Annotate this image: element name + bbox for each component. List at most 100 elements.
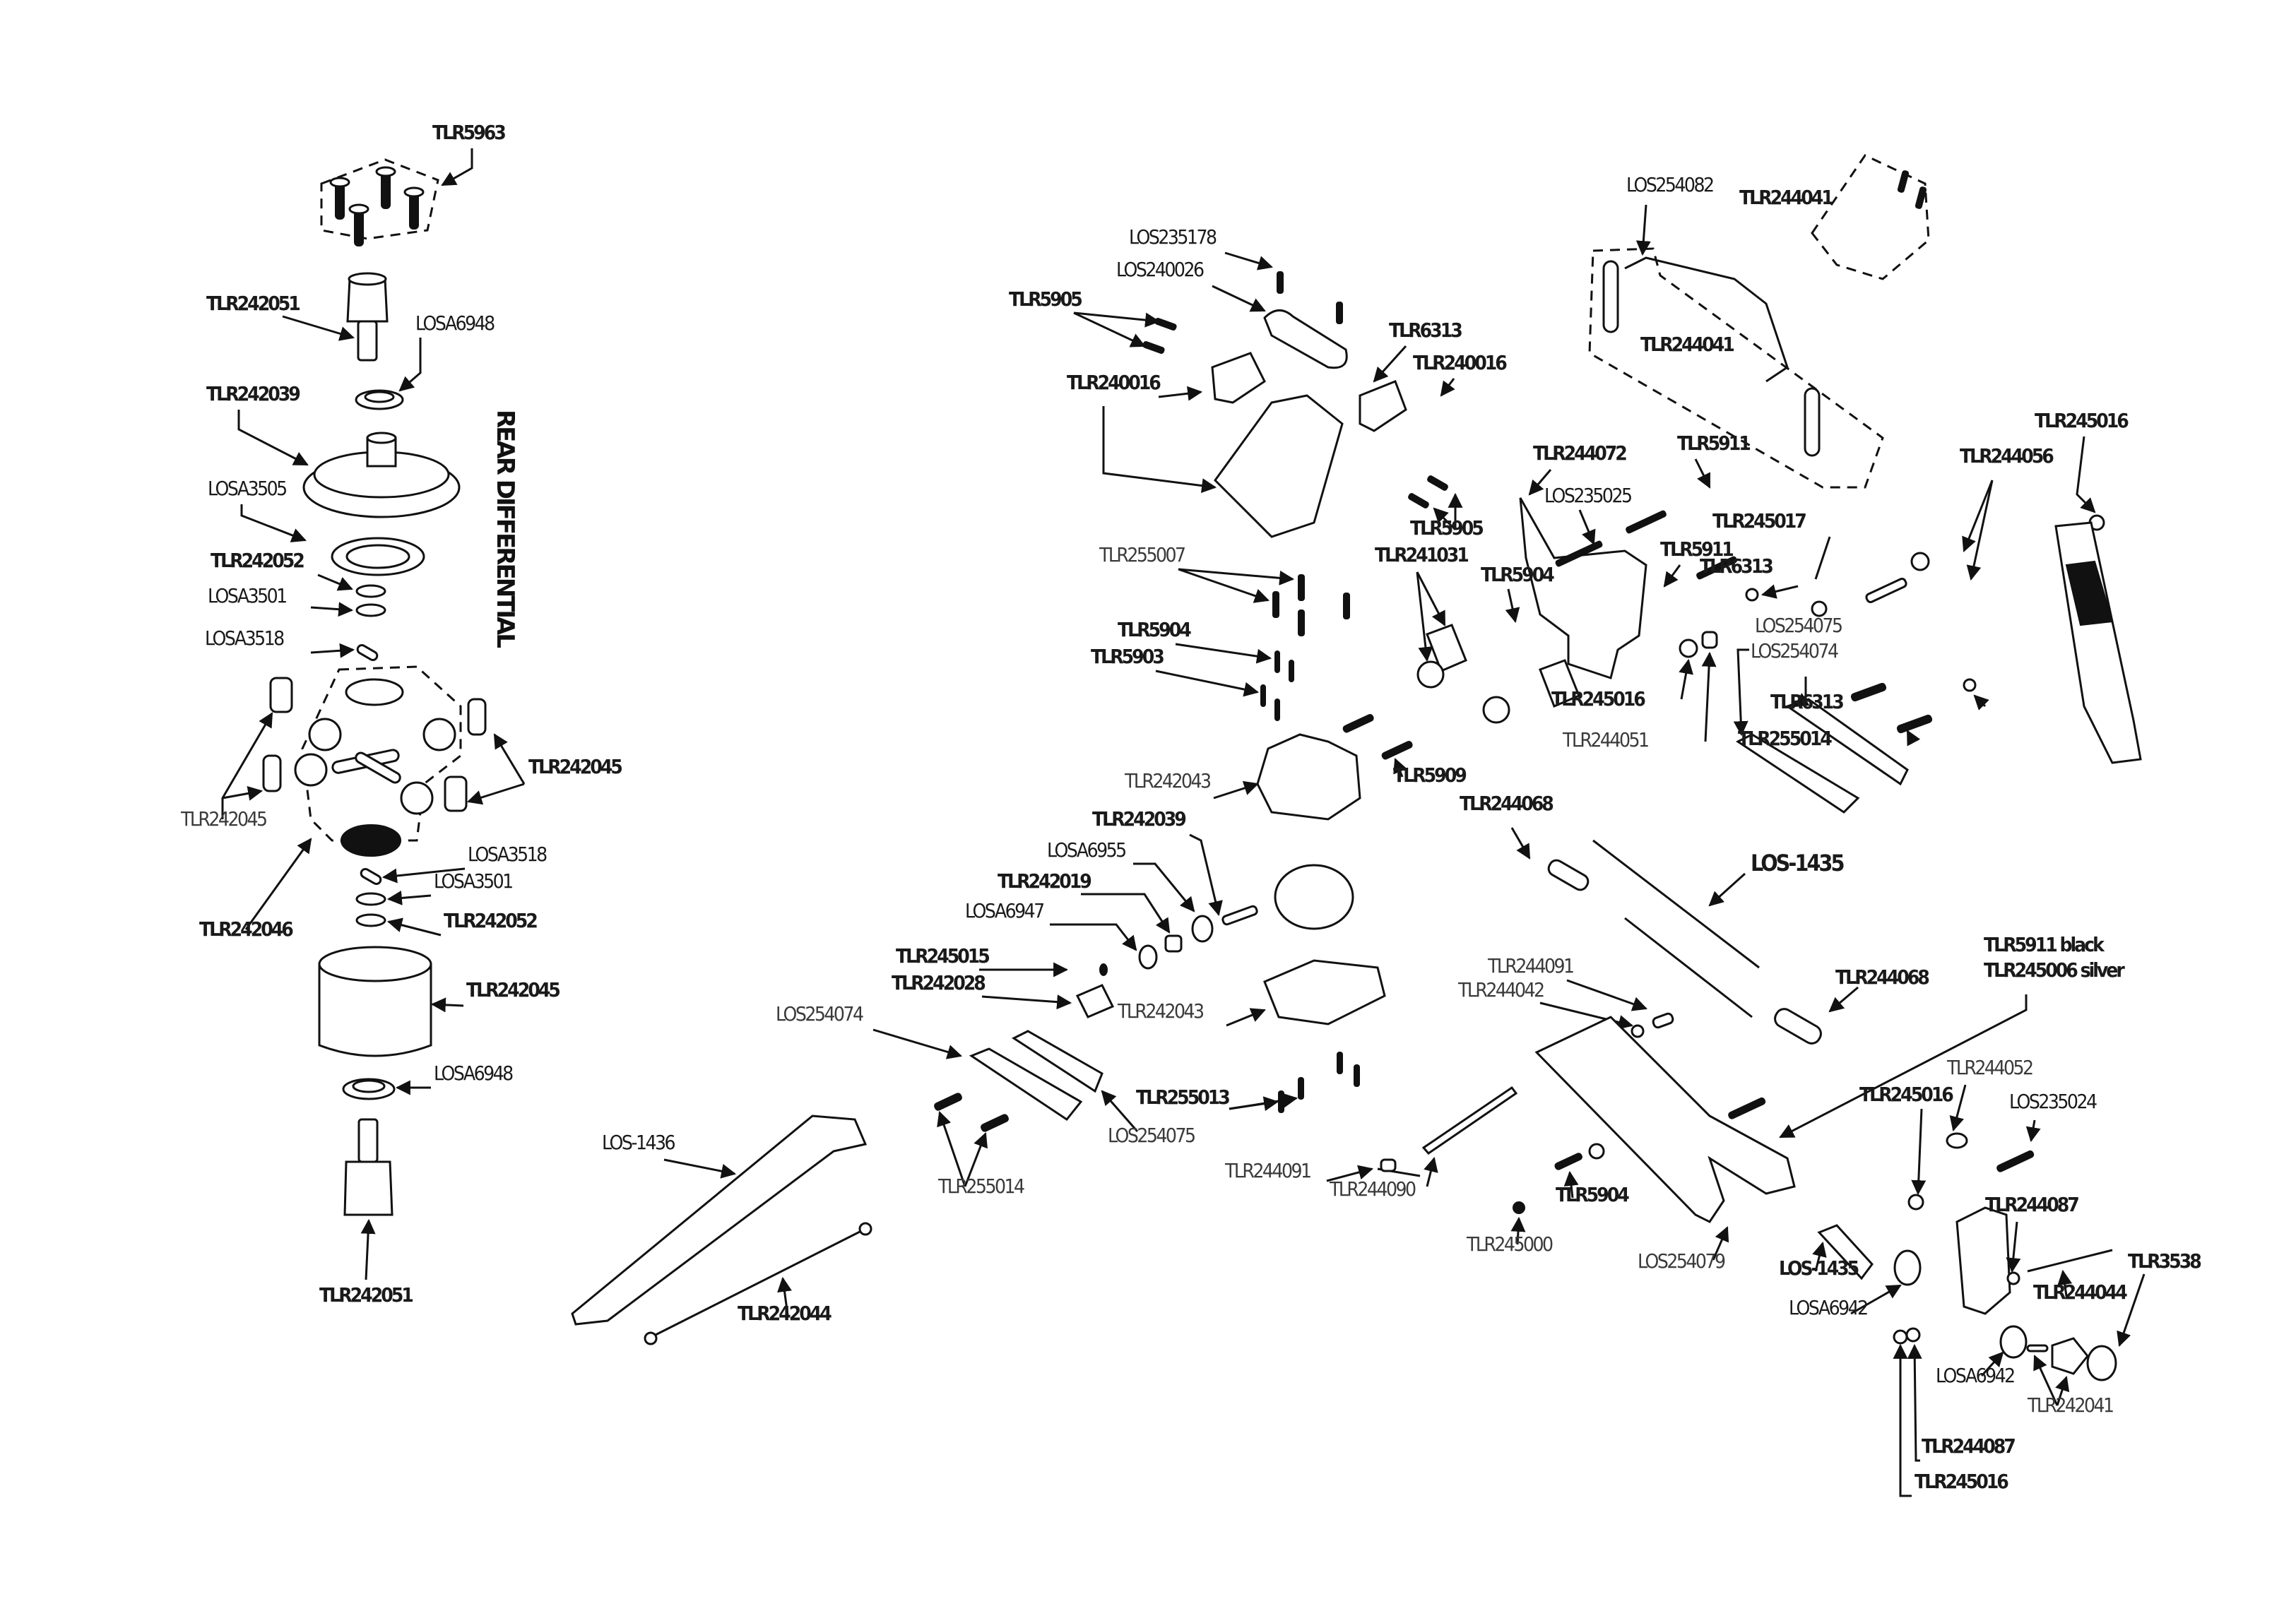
part-label-losa3518: LOSA3518 <box>468 843 548 866</box>
part-label-losa3518: LOSA3518 <box>205 626 285 650</box>
part-label-tlr5904: TLR5904 <box>1118 618 1192 641</box>
part-label-tlr244052: TLR244052 <box>1947 1056 2034 1079</box>
part-label-los254074: LOS254074 <box>776 1002 864 1025</box>
part-label-losa3501: LOSA3501 <box>208 584 288 607</box>
part-label-tlr244041: TLR244041 <box>1640 333 1735 356</box>
part-label-tlr255007: TLR255007 <box>1099 543 1186 566</box>
part-label-los240026: LOS240026 <box>1116 258 1205 281</box>
part-label-los235025: LOS235025 <box>1544 484 1633 507</box>
part-label-tlr244051: TLR244051 <box>1563 728 1650 751</box>
part-label-tlr255014: TLR255014 <box>938 1175 1025 1198</box>
part-label-tlr242028: TLR242028 <box>892 971 986 994</box>
part-label-tlr245016: TLR245016 <box>1859 1083 1954 1106</box>
ring-gear <box>237 410 461 518</box>
part-label-tlr244041: TLR244041 <box>1739 186 1834 209</box>
part-label-losa6942: LOSA6942 <box>1789 1296 1869 1319</box>
part-label-tlr5911: TLR5911 <box>1677 432 1751 455</box>
part-label-losa3505: LOSA3505 <box>208 477 288 500</box>
part-label-losa6955: LOSA6955 <box>1047 838 1127 862</box>
part-label-tlr244042: TLR244042 <box>1458 978 1545 1001</box>
part-label-tlr5911: TLR5911 <box>1660 537 1734 561</box>
diff-washers-bottom <box>355 867 466 937</box>
part-label-losa3501: LOSA3501 <box>434 869 514 893</box>
part-label-tlr5905: TLR5905 <box>1410 516 1484 540</box>
rear-hub-assembly <box>1812 1084 2146 1497</box>
part-label-tlr255014: TLR255014 <box>1738 727 1833 750</box>
part-label-los254075: LOS254075 <box>1108 1124 1196 1147</box>
part-label-tlr242039: TLR242039 <box>1092 807 1187 831</box>
part-label-tlr240016: TLR240016 <box>1067 371 1161 394</box>
part-label-tlr244072: TLR244072 <box>1533 441 1628 465</box>
part-label-tlr245016: TLR245016 <box>1915 1470 2009 1493</box>
part-label-tlr242043: TLR242043 <box>1118 999 1205 1023</box>
part-label-tlr244056: TLR244056 <box>1960 444 2054 468</box>
part-label-tlr242045: TLR242045 <box>528 755 623 778</box>
part-label-los-1435: LOS-1435 <box>1751 850 1845 876</box>
part-label-tlr242052: TLR242052 <box>444 909 538 932</box>
part-label-tlr242051: TLR242051 <box>319 1283 414 1307</box>
part-label-losa6947: LOSA6947 <box>965 899 1045 922</box>
gasket <box>240 504 425 576</box>
turnbuckle-and-arm <box>1326 827 2028 1261</box>
shock-tower <box>1519 436 2142 764</box>
part-label-los254074: LOS254074 <box>1751 639 1839 662</box>
part-label-tlr245017: TLR245017 <box>1712 509 1807 533</box>
leader-tlr242046 <box>244 838 312 930</box>
part-label-tlr244091: TLR244091 <box>1488 954 1575 977</box>
cross-pin-holders <box>221 677 526 819</box>
part-label-tlr242045: TLR242045 <box>466 978 561 1001</box>
anti-roll-bar <box>1588 154 1930 489</box>
part-label-tlr242043: TLR242043 <box>1125 769 1212 792</box>
part-label-los254082: LOS254082 <box>1626 173 1715 196</box>
part-label-tlr241031: TLR241031 <box>1375 543 1469 566</box>
diff-gear-set <box>294 665 462 857</box>
diff-washers-top <box>310 573 386 661</box>
part-label-tlr3538: TLR3538 <box>2128 1249 2202 1273</box>
part-label-tlr244091: TLR244091 <box>1225 1159 1312 1182</box>
bearing-bottom <box>342 1078 431 1100</box>
gearbox-top-group <box>1155 568 1580 821</box>
part-label-tlr242045: TLR242045 <box>181 807 268 831</box>
part-label-tlr6313: TLR6313 <box>1770 690 1845 713</box>
part-label-tlr244044: TLR244044 <box>2033 1280 2128 1304</box>
part-label-tlr244087: TLR244087 <box>1922 1434 2016 1458</box>
part-label-tlr245006-silver: TLR245006 silver <box>1984 958 2125 982</box>
section-title-rear-differential: REAR DIFFERENTIAL <box>491 410 519 646</box>
part-label-los235178: LOS235178 <box>1129 225 1217 249</box>
input-shaft-group <box>979 833 1386 1027</box>
part-label-losa6948: LOSA6948 <box>434 1062 514 1085</box>
lower-hinge-braces <box>872 1028 1360 1187</box>
part-label-tlr6313: TLR6313 <box>1700 554 1774 578</box>
diff-case <box>318 946 464 1057</box>
part-label-tlr5903: TLR5903 <box>1091 645 1165 668</box>
part-label-los-1435: LOS-1435 <box>1779 1256 1859 1280</box>
part-label-tlr242041: TLR242041 <box>2028 1393 2114 1417</box>
part-label-tlr242046: TLR242046 <box>199 917 294 941</box>
part-label-tlr6313: TLR6313 <box>1389 319 1463 342</box>
part-label-tlr5904: TLR5904 <box>1556 1183 1630 1206</box>
wing-mount-assembly <box>1073 251 1463 538</box>
part-label-tlr244068: TLR244068 <box>1460 792 1554 815</box>
chassis-brace <box>571 1114 872 1345</box>
part-label-tlr245016: TLR245016 <box>1551 687 1646 711</box>
part-label-tlr244087: TLR244087 <box>1985 1193 2080 1216</box>
part-label-los-1436: LOS-1436 <box>602 1131 676 1154</box>
part-label-tlr244090: TLR244090 <box>1330 1177 1416 1201</box>
part-label-tlr242019: TLR242019 <box>998 869 1092 893</box>
outdrive-top <box>282 272 389 362</box>
part-label-losa6948: LOSA6948 <box>415 311 495 335</box>
part-label-tlr242044: TLR242044 <box>738 1302 832 1325</box>
part-label-tlr244068: TLR244068 <box>1835 965 1930 989</box>
part-label-tlr242052: TLR242052 <box>211 549 305 572</box>
part-label-los254079: LOS254079 <box>1638 1249 1726 1273</box>
part-label-tlr5911-black: TLR5911 black <box>1984 933 2105 956</box>
part-label-tlr5963: TLR5963 <box>432 121 507 144</box>
part-label-tlr240016: TLR240016 <box>1413 351 1508 374</box>
part-label-tlr255013: TLR255013 <box>1136 1086 1231 1109</box>
bearing-top <box>355 338 422 410</box>
part-label-tlr245016: TLR245016 <box>2035 409 2129 432</box>
part-label-los235024: LOS235024 <box>2009 1090 2097 1113</box>
part-label-los254075: LOS254075 <box>1755 614 1843 637</box>
part-label-tlr5904: TLR5904 <box>1481 563 1555 586</box>
